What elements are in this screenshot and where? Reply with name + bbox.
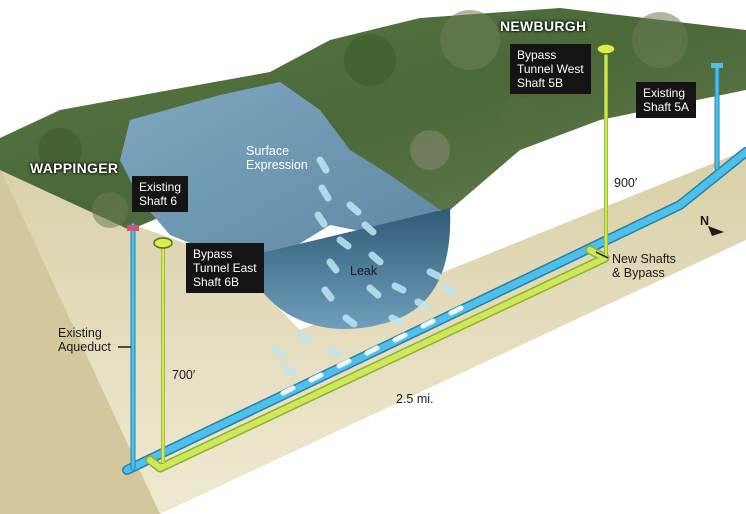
- place-newburgh: NEWBURGH: [500, 18, 587, 34]
- earth-front-face: [0, 150, 746, 514]
- river-surface: [120, 82, 440, 262]
- label-surface-expression: Surface Expression: [246, 144, 308, 172]
- label-existing-shaft-6: Existing Shaft 6: [132, 176, 189, 212]
- shaft-5b-cap: [596, 43, 616, 55]
- earth-left-face: [0, 168, 160, 514]
- shaft-6b-cap: [153, 237, 173, 249]
- bypass-tunnel: [145, 48, 610, 473]
- label-bypass-length: 2.5 mi.: [396, 392, 434, 406]
- label-existing-aqueduct: Existing Aqueduct: [58, 326, 111, 354]
- place-wappinger: WAPPINGER: [30, 160, 119, 176]
- label-depth-700: 700′: [172, 368, 196, 382]
- label-depth-900: 900′: [614, 176, 638, 190]
- shaft-5a-cap: [711, 63, 723, 68]
- label-bypass-shaft-5b: Bypass Tunnel West Shaft 5B: [510, 44, 591, 94]
- label-existing-shaft-5a: Existing Shaft 5A: [636, 82, 697, 118]
- river-cross-section: [232, 208, 451, 330]
- shaft-6-cap: [127, 225, 139, 231]
- existing-aqueduct: [122, 63, 746, 475]
- label-leak: Leak: [350, 264, 378, 278]
- label-new-shafts-bypass: New Shafts & Bypass: [612, 252, 676, 280]
- bypass-callout-line: [595, 251, 609, 259]
- label-bypass-shaft-6b: Bypass Tunnel East Shaft 6B: [186, 243, 264, 293]
- north-label: N: [700, 214, 710, 228]
- leak-plume: [271, 156, 457, 376]
- north-arrow-icon: [708, 226, 724, 236]
